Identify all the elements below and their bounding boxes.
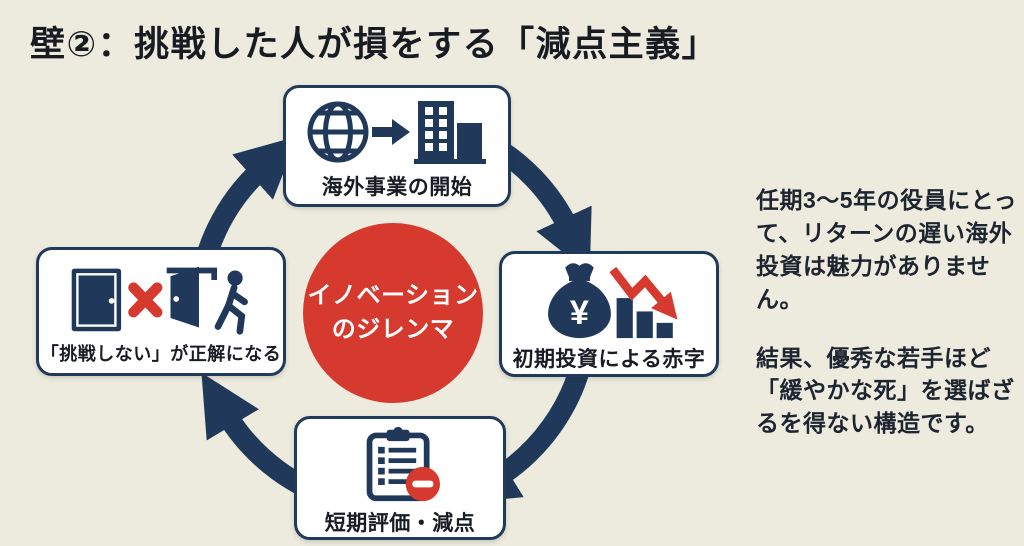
side-note: 任期3〜5年の役員にとって、リターンの遅い海外投資は魅力がありません。 結果、優… (756, 184, 1022, 466)
center-label-line2: のジレンマ (331, 316, 455, 343)
clipboard-minus-icon (366, 426, 440, 501)
node-short-term-evaluation: 短期評価・減点 (294, 416, 506, 540)
node-no-challenge-correct: 「挑戦しない」が正解になる (36, 247, 286, 376)
node-label-evaluation: 短期評価・減点 (324, 511, 476, 535)
globe-to-building-icon (307, 100, 486, 164)
red-x-icon (128, 282, 163, 318)
page-title: 壁②：挑戦した人が損をする「減点主義」 (30, 25, 719, 64)
side-note-paragraph-1: 任期3〜5年の役員にとって、リターンの遅い海外投資は魅力がありません。 (756, 187, 1017, 312)
doors-no-challenge-icon (71, 266, 248, 335)
yen-symbol: ¥ (570, 293, 589, 331)
center-dilemma-circle: イノベーション のジレンマ (303, 223, 483, 403)
money-bag-decline-icon: ¥ (548, 262, 678, 338)
center-label-line1: イノベーション (307, 282, 479, 310)
node-overseas-business-start: 海外事業の開始 (283, 85, 511, 207)
node-label-overseas: 海外事業の開始 (321, 175, 473, 199)
node-label-no-challenge: 「挑戦しない」が正解になる (40, 344, 282, 364)
walking-person-icon (214, 270, 248, 335)
side-note-paragraph-2: 結果、優秀な若手ほど「緩やかな死」を選ばざるを得ない構造です。 (756, 344, 1015, 437)
node-initial-investment-deficit: ¥ 初期投資による赤字 (499, 251, 719, 377)
decline-arrow-icon (609, 266, 678, 320)
node-label-deficit: 初期投資による赤字 (512, 347, 706, 371)
